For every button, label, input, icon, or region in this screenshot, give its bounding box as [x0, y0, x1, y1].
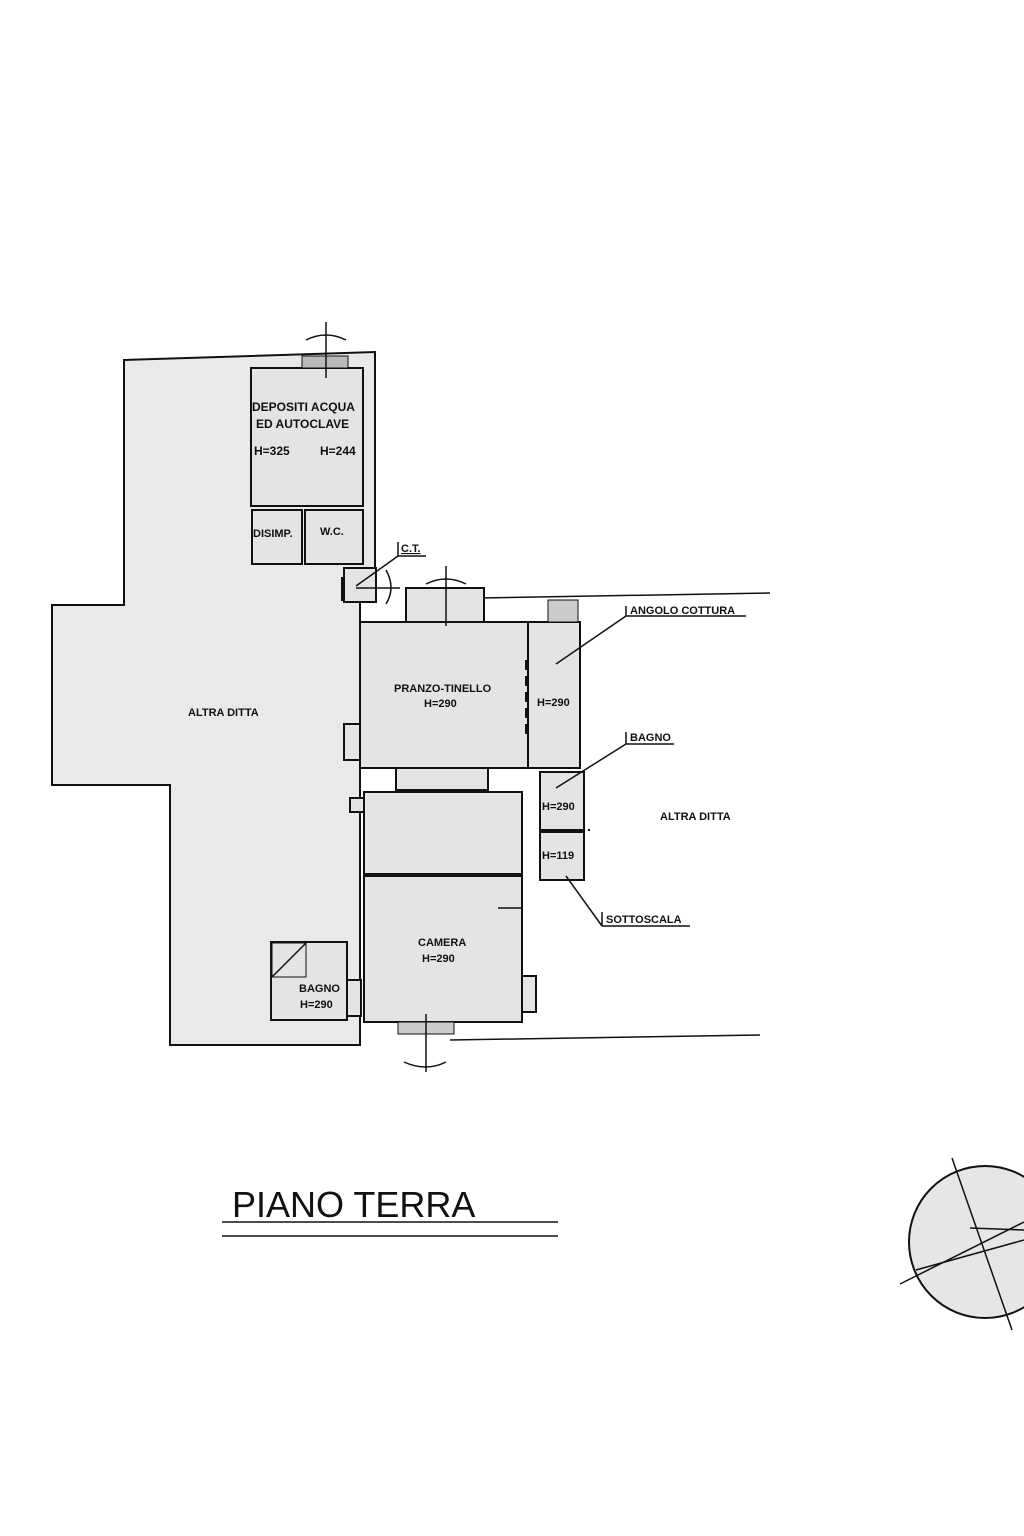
window [547, 599, 579, 623]
compass-icon [899, 1157, 1024, 1331]
room-pranzo-tinello [359, 621, 529, 769]
window [405, 587, 485, 623]
label-bagno-left: BAGNO [299, 983, 340, 995]
label-camera: CAMERA [418, 937, 466, 949]
label-depositi-h1: H=325 [254, 444, 290, 458]
label-depositi-1: DEPOSITI ACQUA [252, 400, 355, 414]
room-disimp [251, 509, 303, 565]
room-depositi [250, 367, 364, 507]
label-sottoscala: SOTTOSCALA [606, 914, 682, 926]
window [301, 355, 349, 369]
leader-lines [355, 542, 746, 927]
boundary-line [479, 592, 771, 599]
label-disimp: DISIMP. [253, 528, 293, 540]
room-wc [304, 509, 364, 565]
label-pranzo-h: H=290 [424, 698, 457, 710]
label-depositi-h2: H=244 [320, 444, 356, 458]
label-altra-ditta-right: ALTRA DITTA [660, 811, 731, 823]
label-wc: W.C. [320, 526, 344, 538]
boundary-line [449, 1034, 761, 1041]
label-sottoscala-h: H=119 [542, 850, 574, 862]
room-disimpegno [363, 791, 523, 875]
wall-niche [346, 979, 362, 1017]
label-pranzo: PRANZO-TINELLO [394, 683, 492, 695]
label-angolo-cottura: ANGOLO COTTURA [630, 605, 735, 617]
room-ct [343, 567, 377, 603]
room-angolo-cottura [527, 621, 581, 769]
room-bagno-left [270, 941, 348, 1021]
label-bagno-left-h: H=290 [300, 999, 333, 1011]
label-angolo-h: H=290 [537, 697, 570, 709]
room-sottoscala [539, 831, 585, 881]
wall-niche [521, 975, 537, 1013]
passage [395, 767, 489, 791]
label-bagno-right-h: H=290 [542, 801, 575, 813]
shower-icon [271, 942, 307, 978]
label-ct: C.T. [401, 543, 421, 555]
plan-title: PIANO TERRA [232, 1184, 475, 1225]
label-bagno-right: BAGNO [630, 732, 671, 744]
label-camera-h: H=290 [422, 953, 455, 965]
wall-niche [343, 723, 361, 761]
wall-niche [349, 797, 365, 813]
section-marker-icon [305, 322, 467, 1072]
label-depositi-2: ED AUTOCLAVE [256, 417, 349, 431]
room-camera [363, 875, 523, 1023]
label-altra-ditta-left: ALTRA DITTA [188, 707, 259, 719]
